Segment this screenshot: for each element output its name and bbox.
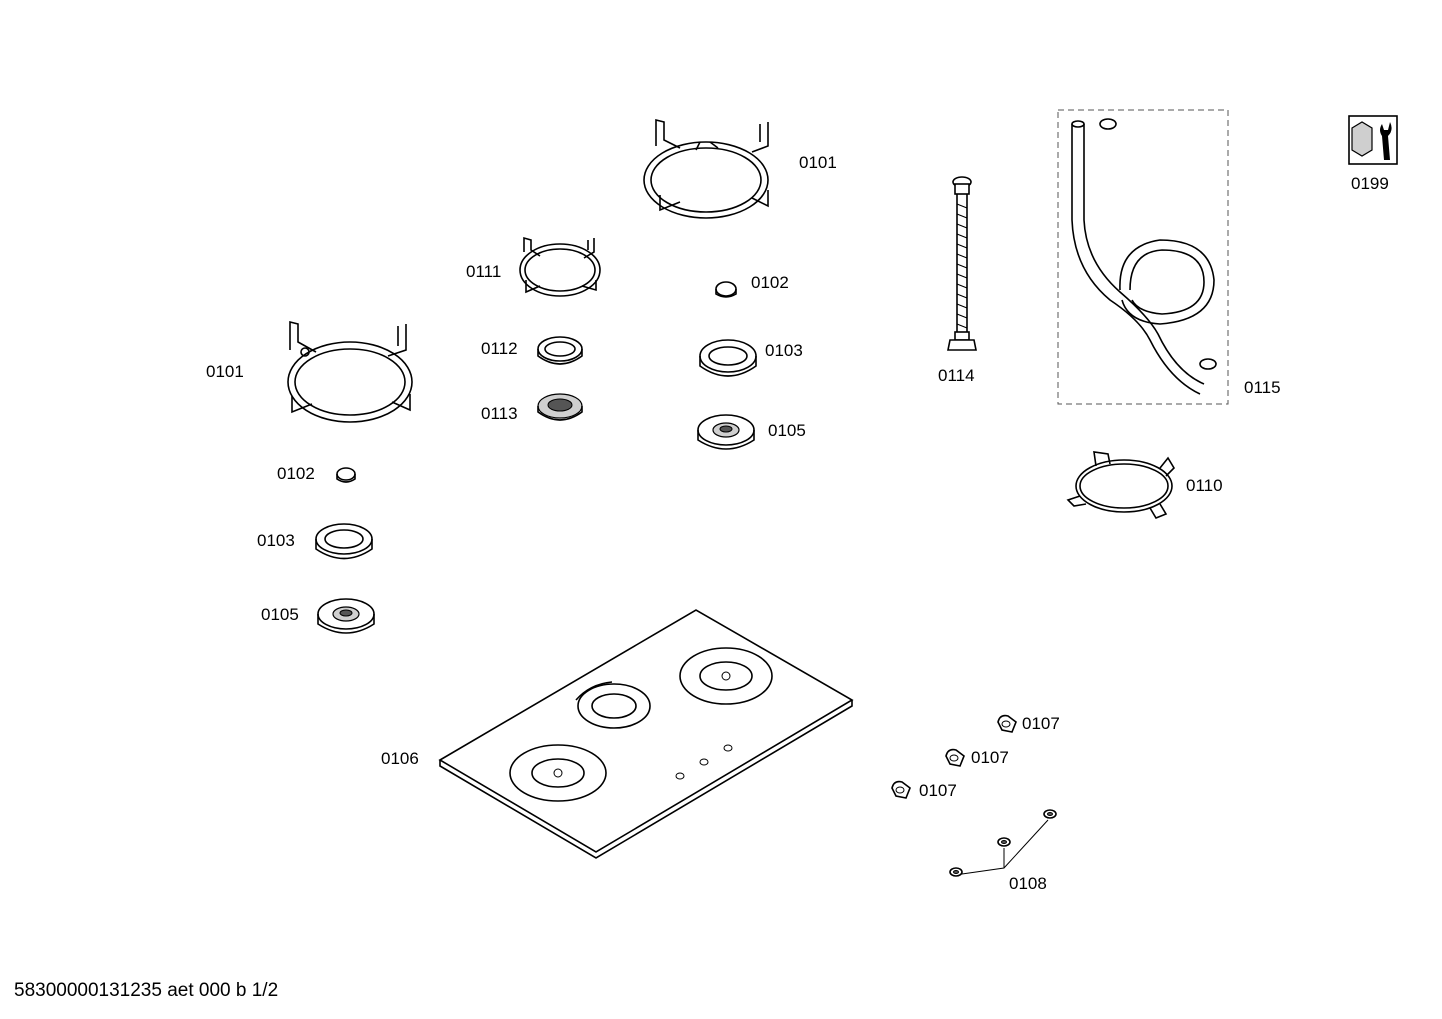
wok-ring-drawing <box>1066 451 1176 519</box>
gas-hose-drawing <box>947 176 977 351</box>
burner-cap-left-drawing <box>336 467 356 483</box>
small-spreader-drawing <box>537 336 583 365</box>
document-footer: 58300000131235 aet 000 b 1/2 <box>14 980 279 1001</box>
connection-kit-drawing <box>1057 109 1229 405</box>
label-0101-left: 0101 <box>206 362 244 381</box>
label-0107-2: 0107 <box>971 748 1009 767</box>
label-0107-3: 0107 <box>919 781 957 800</box>
knob-1-drawing <box>997 714 1017 733</box>
small-cap-drawing <box>537 393 583 421</box>
pan-support-top-drawing <box>643 118 769 219</box>
label-0106: 0106 <box>381 749 419 768</box>
hob-top-drawing <box>438 609 854 859</box>
label-0102-top: 0102 <box>751 273 789 292</box>
knob-3-drawing <box>891 780 911 799</box>
pan-support-small-drawing <box>519 236 601 297</box>
label-0105-top: 0105 <box>768 421 806 440</box>
label-0102-left: 0102 <box>277 464 315 483</box>
label-0115: 0115 <box>1244 378 1281 397</box>
flame-spreader-left-drawing <box>315 523 373 560</box>
label-0105-left: 0105 <box>261 605 299 624</box>
label-0107-1: 0107 <box>1022 714 1060 733</box>
label-0103-left: 0103 <box>257 531 295 550</box>
flame-spreader-top-drawing <box>699 339 757 377</box>
knob-2-drawing <box>945 748 965 767</box>
burner-base-top-drawing <box>697 414 755 450</box>
label-0110: 0110 <box>1186 476 1223 495</box>
label-0101-top: 0101 <box>799 153 837 172</box>
label-0111: 0111 <box>466 262 502 281</box>
label-0103-top: 0103 <box>765 341 803 360</box>
burner-base-left-drawing <box>317 598 375 634</box>
label-0199: 0199 <box>1351 174 1389 193</box>
label-0108: 0108 <box>1009 874 1047 893</box>
label-0112: 0112 <box>481 339 518 358</box>
label-0113: 0113 <box>481 404 518 423</box>
knob-washers-drawing <box>949 809 1057 877</box>
burner-cap-top-drawing <box>715 281 737 298</box>
wrench-nut-icon <box>1348 115 1398 165</box>
pan-support-left-drawing <box>287 320 413 423</box>
label-0114: 0114 <box>938 366 975 385</box>
